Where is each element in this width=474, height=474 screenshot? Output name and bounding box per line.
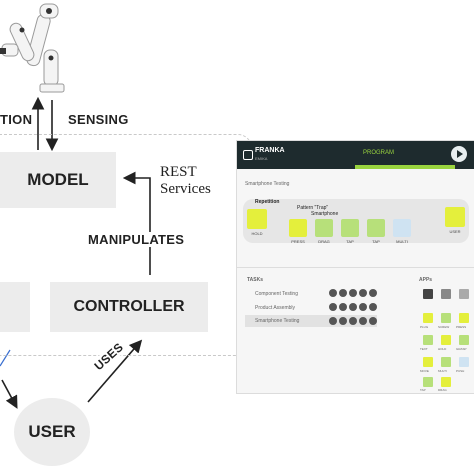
task-item-1[interactable]: Component Testing xyxy=(255,291,298,297)
play-icon xyxy=(457,150,463,158)
ui-header-accent xyxy=(355,165,455,169)
task-action-icon[interactable] xyxy=(329,303,337,311)
model-box: MODEL xyxy=(0,152,116,208)
task-action-icon[interactable] xyxy=(359,289,367,297)
app-grasp[interactable] xyxy=(459,335,469,345)
app-label: PUSH xyxy=(456,369,465,373)
app-toolbar-icon[interactable] xyxy=(459,289,469,299)
tasks-header: TASKs xyxy=(247,277,264,283)
ui-brand: FRANKA xyxy=(255,147,285,154)
task-action-icon[interactable] xyxy=(369,317,377,325)
view-to-user-arrow xyxy=(1,379,18,409)
app-label: PRESS xyxy=(456,325,467,329)
desk-ui-screenshot: FRANKA EMIKA PROGRAM Smartphone Testing … xyxy=(236,140,474,394)
app-toolbar-icon[interactable] xyxy=(441,289,451,299)
tile-drag[interactable]: DRAG xyxy=(315,219,333,244)
tile-tap-2[interactable]: TAP xyxy=(367,219,385,244)
task-action-icon[interactable] xyxy=(349,303,357,311)
ui-header: FRANKA EMIKA PROGRAM xyxy=(237,141,474,169)
rest-label: REST xyxy=(160,164,197,180)
manipulates-label: MANIPULATES xyxy=(86,232,187,247)
user-node: USER xyxy=(14,398,90,466)
app-multi[interactable] xyxy=(441,357,451,367)
ui-task-title: Smartphone Testing xyxy=(245,181,290,187)
task-action-icon[interactable] xyxy=(369,289,377,297)
user-label: USER xyxy=(28,422,76,441)
task-action-icon[interactable] xyxy=(339,289,347,297)
app-label: MULTI xyxy=(438,369,447,373)
tile-press[interactable]: PRESS xyxy=(289,219,307,244)
app-label: TAP xyxy=(420,388,426,392)
task-action-icon[interactable] xyxy=(339,317,347,325)
apps-header: APPs xyxy=(419,277,433,283)
tile-label: TAP xyxy=(346,239,354,244)
task-action-icon[interactable] xyxy=(359,317,367,325)
controller-label: CONTROLLER xyxy=(73,298,185,315)
task-item-2[interactable]: Product Assembly xyxy=(255,305,296,311)
app-tap[interactable] xyxy=(423,377,433,387)
blue-connector-line xyxy=(0,349,11,367)
app-move[interactable] xyxy=(423,357,433,367)
app-label: PLUG xyxy=(420,325,429,329)
task-action-icon[interactable] xyxy=(359,303,367,311)
robot-arm-image xyxy=(0,3,65,93)
uses-arrow xyxy=(87,339,143,403)
app-label: GRASP xyxy=(456,347,467,351)
task-action-icon[interactable] xyxy=(349,289,357,297)
app-press[interactable] xyxy=(459,313,469,323)
app-toolbar-icon[interactable] xyxy=(423,289,433,299)
app-label: TEXT xyxy=(420,347,428,351)
smartphone-label: Smartphone xyxy=(311,211,339,217)
app-push[interactable] xyxy=(459,357,469,367)
tile-label: TAP xyxy=(372,239,380,244)
model-label: MODEL xyxy=(27,170,89,189)
ui-tab-program[interactable]: PROGRAM xyxy=(363,150,395,156)
tile-hold[interactable]: HOLD xyxy=(247,209,267,236)
app-label: MOVE xyxy=(420,369,429,373)
ui-brand-sub: EMIKA xyxy=(255,156,268,161)
app-label: SCREW xyxy=(438,325,450,329)
view-box xyxy=(0,282,30,332)
app-hold[interactable] xyxy=(441,335,451,345)
tile-tap-1[interactable]: TAP xyxy=(341,219,359,244)
task-action-icon[interactable] xyxy=(329,317,337,325)
tile-label: HOLD xyxy=(251,231,263,236)
action-label: TION xyxy=(0,112,33,127)
task-action-icon[interactable] xyxy=(369,303,377,311)
pattern-label: Pattern "Trap" xyxy=(297,205,329,211)
rest-services-label: REST Services xyxy=(160,164,211,198)
tile-label: DRAG xyxy=(318,239,330,244)
ui-divider xyxy=(237,267,474,268)
play-button[interactable] xyxy=(451,146,467,162)
app-drag[interactable] xyxy=(441,377,451,387)
tile-multi[interactable]: MULTI xyxy=(393,219,411,244)
franka-logo-icon xyxy=(243,150,253,160)
app-label: DRAG xyxy=(438,388,447,392)
controller-box: CONTROLLER xyxy=(50,282,208,332)
app-label: HOLD xyxy=(438,347,447,351)
tile-label: PRESS xyxy=(291,239,305,244)
services-label: Services xyxy=(160,181,211,197)
app-screw[interactable] xyxy=(441,313,451,323)
tile-user[interactable]: USER xyxy=(445,207,465,234)
task-action-icon[interactable] xyxy=(349,317,357,325)
task-action-icon[interactable] xyxy=(339,303,347,311)
task-action-icon[interactable] xyxy=(329,289,337,297)
repetition-label: Repetition xyxy=(255,199,280,205)
app-text[interactable] xyxy=(423,335,433,345)
tile-label: USER xyxy=(449,229,461,234)
task-item-3[interactable]: Smartphone Testing xyxy=(255,318,300,324)
app-plug[interactable] xyxy=(423,313,433,323)
tile-label: MULTI xyxy=(396,239,408,244)
sensing-label: SENSING xyxy=(68,112,129,127)
